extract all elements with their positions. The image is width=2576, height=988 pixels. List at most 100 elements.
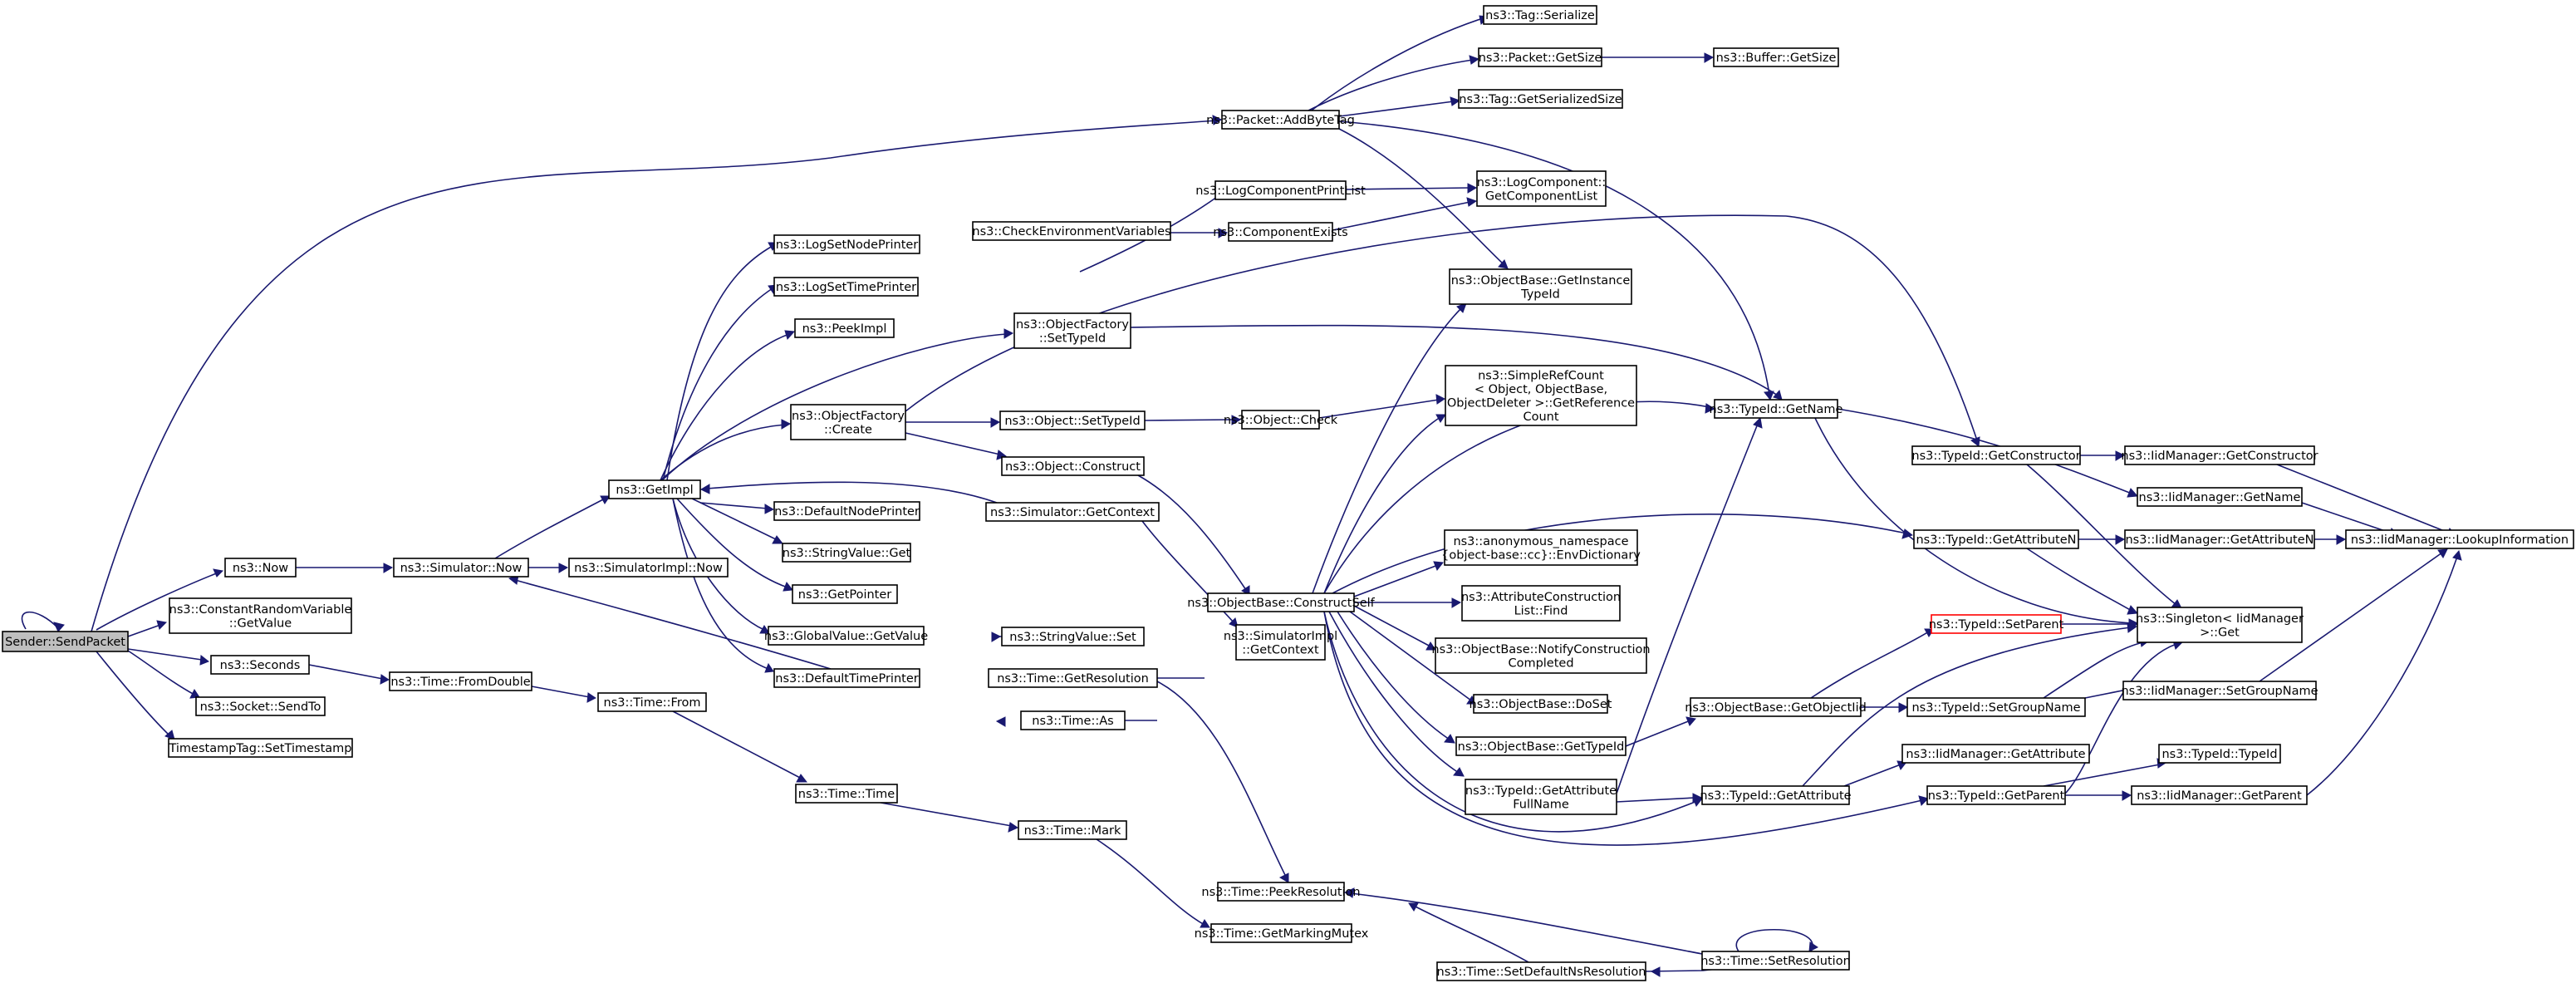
node-stringvalue-set[interactable]: ns3::StringValue::Set bbox=[1001, 627, 1145, 646]
node-time-fromdouble[interactable]: ns3::Time::FromDouble bbox=[389, 671, 532, 691]
node-peekimpl[interactable]: ns3::PeekImpl bbox=[794, 318, 895, 338]
node-objectfactory-create[interactable]: ns3::ObjectFactory::Create bbox=[790, 404, 906, 440]
call-edge-arrowhead bbox=[1218, 228, 1229, 238]
call-edge-line bbox=[1338, 128, 1504, 265]
node-getpointer[interactable]: ns3::GetPointer bbox=[792, 584, 898, 604]
node-simulatorimpl-getcontext[interactable]: ns3::SimulatorImpl::GetContext bbox=[1224, 624, 1337, 661]
node-time-getmarkingmutex[interactable]: ns3::Time::GetMarkingMutex bbox=[1195, 923, 1369, 943]
node-tag-serialize[interactable]: ns3::Tag::Serialize bbox=[1483, 5, 1597, 25]
call-edge-line bbox=[1735, 929, 1813, 952]
node-iidmanager-getparent[interactable]: ns3::IidManager::GetParent bbox=[2131, 785, 2308, 805]
node-getimpl[interactable]: ns3::GetImpl bbox=[608, 479, 701, 499]
node-simplerefcount-getreferencecount[interactable]: ns3::SimpleRefCount< Object, ObjectBase,… bbox=[1445, 365, 1637, 426]
node-label: ns3::Socket::SendTo bbox=[200, 700, 321, 714]
node-label: ns3::ObjectBase::GetInstance bbox=[1451, 274, 1631, 288]
node-simulatorimpl-now[interactable]: ns3::SimulatorImpl::Now bbox=[568, 558, 729, 578]
node-buffer-getsize[interactable]: ns3::Buffer::GetSize bbox=[1713, 47, 1839, 67]
node-now[interactable]: ns3::Now bbox=[224, 558, 297, 578]
node-label: ns3::Time::SetResolution bbox=[1700, 955, 1851, 968]
node-object-construct[interactable]: ns3::Object::Construct bbox=[1001, 456, 1145, 476]
node-time-from[interactable]: ns3::Time::From bbox=[597, 692, 707, 712]
node-simulator-now[interactable]: ns3::Simulator::Now bbox=[393, 558, 529, 578]
node-typeid-getattributen[interactable]: ns3::TypeId::GetAttributeN bbox=[1913, 529, 2079, 549]
node-simulator-getcontext[interactable]: ns3::Simulator::GetContext bbox=[985, 502, 1160, 522]
node-defaulttimeprinter[interactable]: ns3::DefaultTimePrinter bbox=[773, 668, 920, 688]
node-componentexists[interactable]: ns3::ComponentExists bbox=[1213, 222, 1348, 242]
node-packet-addbytetag[interactable]: ns3::Packet::AddByteTag bbox=[1206, 110, 1355, 130]
node-logsetnodeprinter[interactable]: ns3::LogSetNodePrinter bbox=[773, 234, 920, 254]
node-sender-sendpacket[interactable]: Sender::SendPacket bbox=[2, 631, 129, 652]
node-iidmanager-lookupinformation[interactable]: ns3::IidManager::LookupInformation bbox=[2345, 529, 2574, 549]
call-edge-arrowhead bbox=[1469, 55, 1480, 65]
node-tag-getserializedsize[interactable]: ns3::Tag::GetSerializedSize bbox=[1458, 89, 1623, 109]
node-time-mark[interactable]: ns3::Time::Mark bbox=[1018, 820, 1127, 840]
node-anonymous-envdictionary[interactable]: ns3::anonymous_namespace{object-base::cc… bbox=[1441, 529, 1641, 566]
node-label: ns3::Tag::GetSerializedSize bbox=[1459, 93, 1622, 106]
node-objectbase-notifyconstructioncompleted[interactable]: ns3::ObjectBase::NotifyConstructionCompl… bbox=[1431, 637, 1651, 674]
node-socket-sendto[interactable]: ns3::Socket::SendTo bbox=[195, 696, 326, 716]
node-box bbox=[1455, 736, 1627, 756]
node-objectbase-dost[interactable]: ns3::ObjectBase::DoSet bbox=[1470, 694, 1612, 714]
node-defaultnodeprinter[interactable]: ns3::DefaultNodePrinter bbox=[773, 501, 920, 521]
node-time-time[interactable]: ns3::Time::Time bbox=[795, 784, 898, 804]
node-object-check[interactable]: ns3::Object::Check bbox=[1224, 410, 1338, 430]
node-logsettimeprinter[interactable]: ns3::LogSetTimePrinter bbox=[773, 277, 919, 297]
node-label: ns3::IidManager::GetName bbox=[2139, 491, 2301, 504]
node-constantrandomvariable-getvalue[interactable]: ns3::ConstantRandomVariable::GetValue bbox=[169, 597, 352, 634]
node-objectbase-gettypeid[interactable]: ns3::ObjectBase::GetTypeId bbox=[1455, 736, 1627, 756]
node-typeid-getparent[interactable]: ns3::TypeId::GetParent bbox=[1926, 785, 2066, 805]
node-packet-getsize[interactable]: ns3::Packet::GetSize bbox=[1478, 47, 1602, 67]
call-edge bbox=[2026, 548, 2139, 615]
node-iidmanager-setgroupname[interactable]: ns3::IidManager::SetGroupName bbox=[2121, 681, 2318, 700]
node-objectbase-constructself[interactable]: ns3::ObjectBase::ConstructSelf bbox=[1187, 592, 1376, 612]
node-checkenvironmentvariables[interactable]: ns3::CheckEnvironmentVariables bbox=[972, 221, 1171, 241]
node-logcomponentprintlist[interactable]: ns3::LogComponentPrintList bbox=[1195, 180, 1366, 200]
call-edge-line bbox=[1318, 399, 1440, 419]
node-iidmanager-getattribute[interactable]: ns3::IidManager::GetAttribute bbox=[1901, 744, 2090, 764]
node-typeid-getconstructor[interactable]: ns3::TypeId::GetConstructor bbox=[1911, 445, 2081, 465]
node-time-setresolution[interactable]: ns3::Time::SetResolution bbox=[1700, 951, 1851, 971]
call-edge-arrowhead bbox=[1435, 414, 1446, 423]
node-objectbase-getobjectiid[interactable]: ns3::ObjectBase::GetObjectIid bbox=[1685, 697, 1867, 717]
node-timestamptag-settimestamp[interactable]: TimestampTag::SetTimestamp bbox=[168, 738, 353, 758]
node-object-settypeid[interactable]: ns3::Object::SetTypeId bbox=[999, 410, 1146, 430]
node-box bbox=[1436, 961, 1646, 981]
node-seconds[interactable]: ns3::Seconds bbox=[210, 655, 310, 675]
node-time-as[interactable]: ns3::Time::As bbox=[1020, 710, 1126, 730]
node-logcomponent-getcomponentlist[interactable]: ns3::LogComponent::GetComponentList bbox=[1476, 170, 1607, 207]
node-label: ns3::ComponentExists bbox=[1213, 226, 1348, 239]
node-iidmanager-getconstructor[interactable]: ns3::IidManager::GetConstructor bbox=[2121, 445, 2318, 465]
node-iidmanager-getname[interactable]: ns3::IidManager::GetName bbox=[2137, 487, 2303, 507]
node-label: ns3::LogComponentPrintList bbox=[1195, 184, 1366, 198]
call-edge bbox=[676, 498, 793, 592]
call-edge bbox=[672, 498, 774, 673]
node-typeid-getattribute[interactable]: ns3::TypeId::GetAttribute bbox=[1700, 785, 1852, 805]
node-stringvalue-get[interactable]: ns3::StringValue::Get bbox=[782, 543, 911, 563]
node-globalvalue-getvalue[interactable]: ns3::GlobalValue::GetValue bbox=[764, 626, 928, 646]
call-edge bbox=[508, 574, 832, 670]
node-time-setdefaultnsresolution[interactable]: ns3::Time::SetDefaultNsResolution bbox=[1436, 961, 1646, 981]
call-edge bbox=[1318, 394, 1445, 419]
node-typeid-typeid[interactable]: ns3::TypeId::TypeId bbox=[2158, 744, 2281, 764]
node-time-getresolution[interactable]: ns3::Time::GetResolution bbox=[988, 668, 1158, 688]
call-edge-arrowhead bbox=[1456, 302, 1467, 313]
call-edge bbox=[494, 495, 611, 559]
call-edge bbox=[1861, 702, 1909, 713]
node-typeid-setparent[interactable]: ns3::TypeId::SetParent bbox=[1929, 614, 2064, 634]
call-edge-line bbox=[21, 611, 59, 630]
call-edge-line bbox=[494, 498, 606, 559]
node-iidmanager-getattributen[interactable]: ns3::IidManager::GetAttributeN bbox=[2124, 529, 2315, 549]
node-objectfactory-settypeid[interactable]: ns3::ObjectFactory::SetTypeId bbox=[1013, 312, 1131, 349]
node-typeid-getname[interactable]: ns3::TypeId::GetName bbox=[1710, 399, 1843, 419]
call-edge-arrowhead bbox=[764, 662, 774, 673]
node-box bbox=[1210, 923, 1352, 943]
node-typeid-setgroupname[interactable]: ns3::TypeId::SetGroupName bbox=[1906, 697, 2086, 717]
call-edge bbox=[666, 242, 778, 481]
node-time-peekresolution[interactable]: ns3::Time::PeekResolution bbox=[1201, 882, 1361, 902]
node-box bbox=[1483, 5, 1597, 25]
node-singleton-get[interactable]: ns3::Singleton< IidManager >::Get bbox=[2136, 607, 2304, 643]
call-edge-arrowhead bbox=[995, 716, 1006, 727]
